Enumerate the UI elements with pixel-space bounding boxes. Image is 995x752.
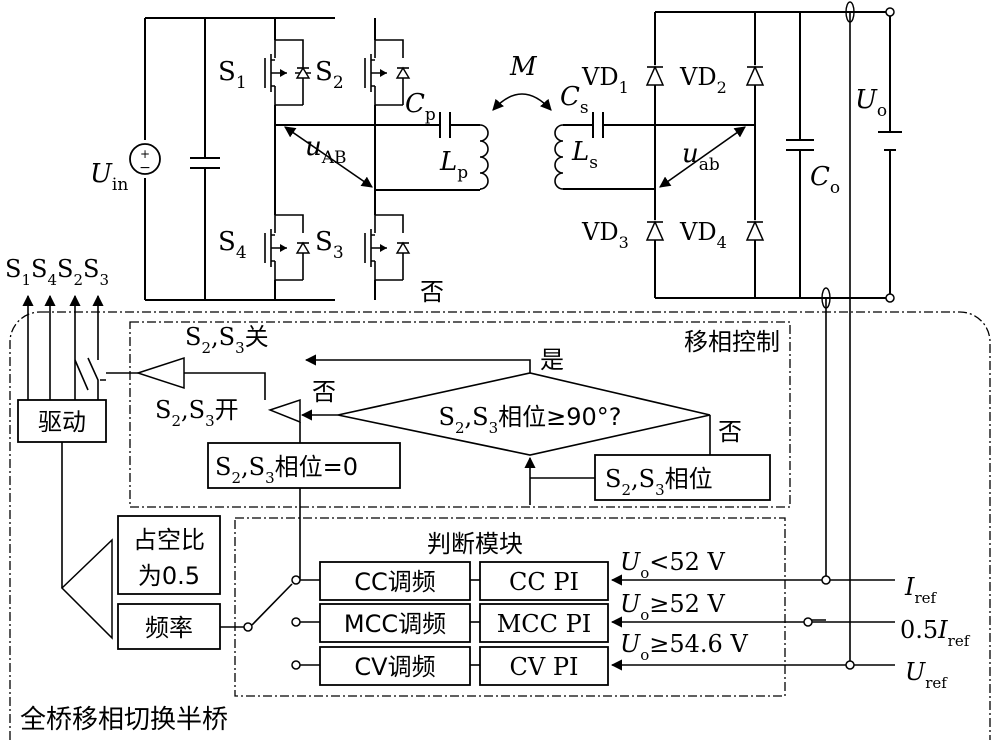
label-uin: Uin <box>90 159 128 195</box>
label-vd2: VD2 <box>679 63 727 97</box>
frequency-label: 频率 <box>145 614 193 642</box>
svg-text:−: − <box>139 160 151 176</box>
diode-rectifier <box>645 1 902 665</box>
cc-pi-label: CC PI <box>509 568 579 596</box>
no-left-label: 否 <box>312 378 336 406</box>
label-vd1: VD1 <box>581 63 629 97</box>
label-lp: Lp <box>439 147 468 183</box>
phase-box <box>594 454 771 501</box>
s2s3-off-label: S2,S3关 <box>185 323 269 357</box>
label-s1: S1 <box>218 57 247 93</box>
drive-outputs <box>22 294 104 400</box>
switch-s3 <box>364 214 411 281</box>
judge-title: 判断模块 <box>427 530 523 558</box>
label-vd3: VD3 <box>581 218 629 252</box>
drive-output-labels: S1S4S2S3 <box>5 255 109 289</box>
label-co: Co <box>810 162 840 198</box>
mcc-condition: Uo≥52 V <box>620 590 726 624</box>
cc-condition: Uo<52 V <box>620 548 726 582</box>
amplifier-off <box>135 356 185 390</box>
judge-row-mcc: MCC调频 MCC PI Uo≥52 V 0.5Iref <box>291 590 971 650</box>
s2s3-on-label: S2,S3开 <box>155 396 239 430</box>
switch-s1 <box>264 39 311 106</box>
cc-pi-box <box>479 561 609 601</box>
label-uab-secondary: uab <box>682 139 720 175</box>
control-outer-boundary <box>9 311 991 740</box>
mutual-inductance-arrow <box>492 93 552 111</box>
amplifier-on <box>267 398 301 424</box>
primary-tank <box>275 112 489 191</box>
switch-s4 <box>264 214 311 281</box>
label-m: M <box>509 52 538 82</box>
cc-mode-box <box>319 561 471 601</box>
yes-label: 是 <box>540 346 564 374</box>
mcc-mode-label: MCC调频 <box>344 610 446 638</box>
label-cp: Cp <box>405 89 436 125</box>
switch-s2 <box>364 39 411 106</box>
top-no-label: 否 <box>420 278 444 306</box>
cv-mode-label: CV调频 <box>354 653 435 681</box>
cv-pi-box <box>479 646 609 686</box>
phase-box-label: S2,S3相位 <box>605 465 713 499</box>
iref-label: Iref <box>904 573 938 607</box>
driver-label: 驱动 <box>38 408 86 436</box>
label-s3: S3 <box>315 227 344 263</box>
phase-zero-label: S2,S3相位=0 <box>215 453 358 487</box>
duty-label-2: 为0.5 <box>138 562 200 590</box>
label-ls: Ls <box>571 137 598 173</box>
mcc-pi-label: MCC PI <box>497 610 592 638</box>
dc-source-icon <box>129 143 161 175</box>
cv-mode-box <box>319 646 471 686</box>
mcc-mode-box <box>319 603 471 643</box>
mcc-pi-box <box>479 603 609 643</box>
secondary-tank <box>554 112 755 190</box>
decision-label: S2,S3相位≥90°? <box>438 403 621 437</box>
phase-shift-block <box>129 321 791 508</box>
judge-row-cv: CV调频 CV PI Uo≥54.6 V Uref <box>291 630 948 692</box>
cc-mode-label: CC调频 <box>354 568 436 596</box>
bottom-label: 全桥移相切换半桥 <box>20 705 228 735</box>
phase-zero-box <box>207 442 401 489</box>
svg-text:+: + <box>140 147 150 161</box>
duty-box <box>117 515 221 595</box>
phase-shift-title: 移相控制 <box>684 328 780 356</box>
judge-row-cc: CC调频 CC PI Uo<52 V Iref <box>291 548 938 607</box>
label-cs: Cs <box>560 82 589 118</box>
label-vd4: VD4 <box>679 218 727 252</box>
label-uo: Uo <box>855 85 887 121</box>
driver-box <box>17 399 107 443</box>
summing-amplifier <box>60 538 113 640</box>
duty-label-1: 占空比 <box>133 526 205 554</box>
primary-inverter: + − <box>129 17 376 301</box>
uref-label: Uref <box>905 658 948 692</box>
label-uab-primary: uAB <box>305 132 347 168</box>
cv-condition: Uo≥54.6 V <box>620 630 748 664</box>
label-s2: S2 <box>315 57 344 93</box>
cv-pi-label: CV PI <box>510 653 579 681</box>
half-iref-label: 0.5Iref <box>900 616 971 650</box>
label-s4: S4 <box>218 227 247 263</box>
judge-module <box>234 517 786 697</box>
frequency-box <box>117 603 221 650</box>
no-right-label: 否 <box>718 418 742 446</box>
